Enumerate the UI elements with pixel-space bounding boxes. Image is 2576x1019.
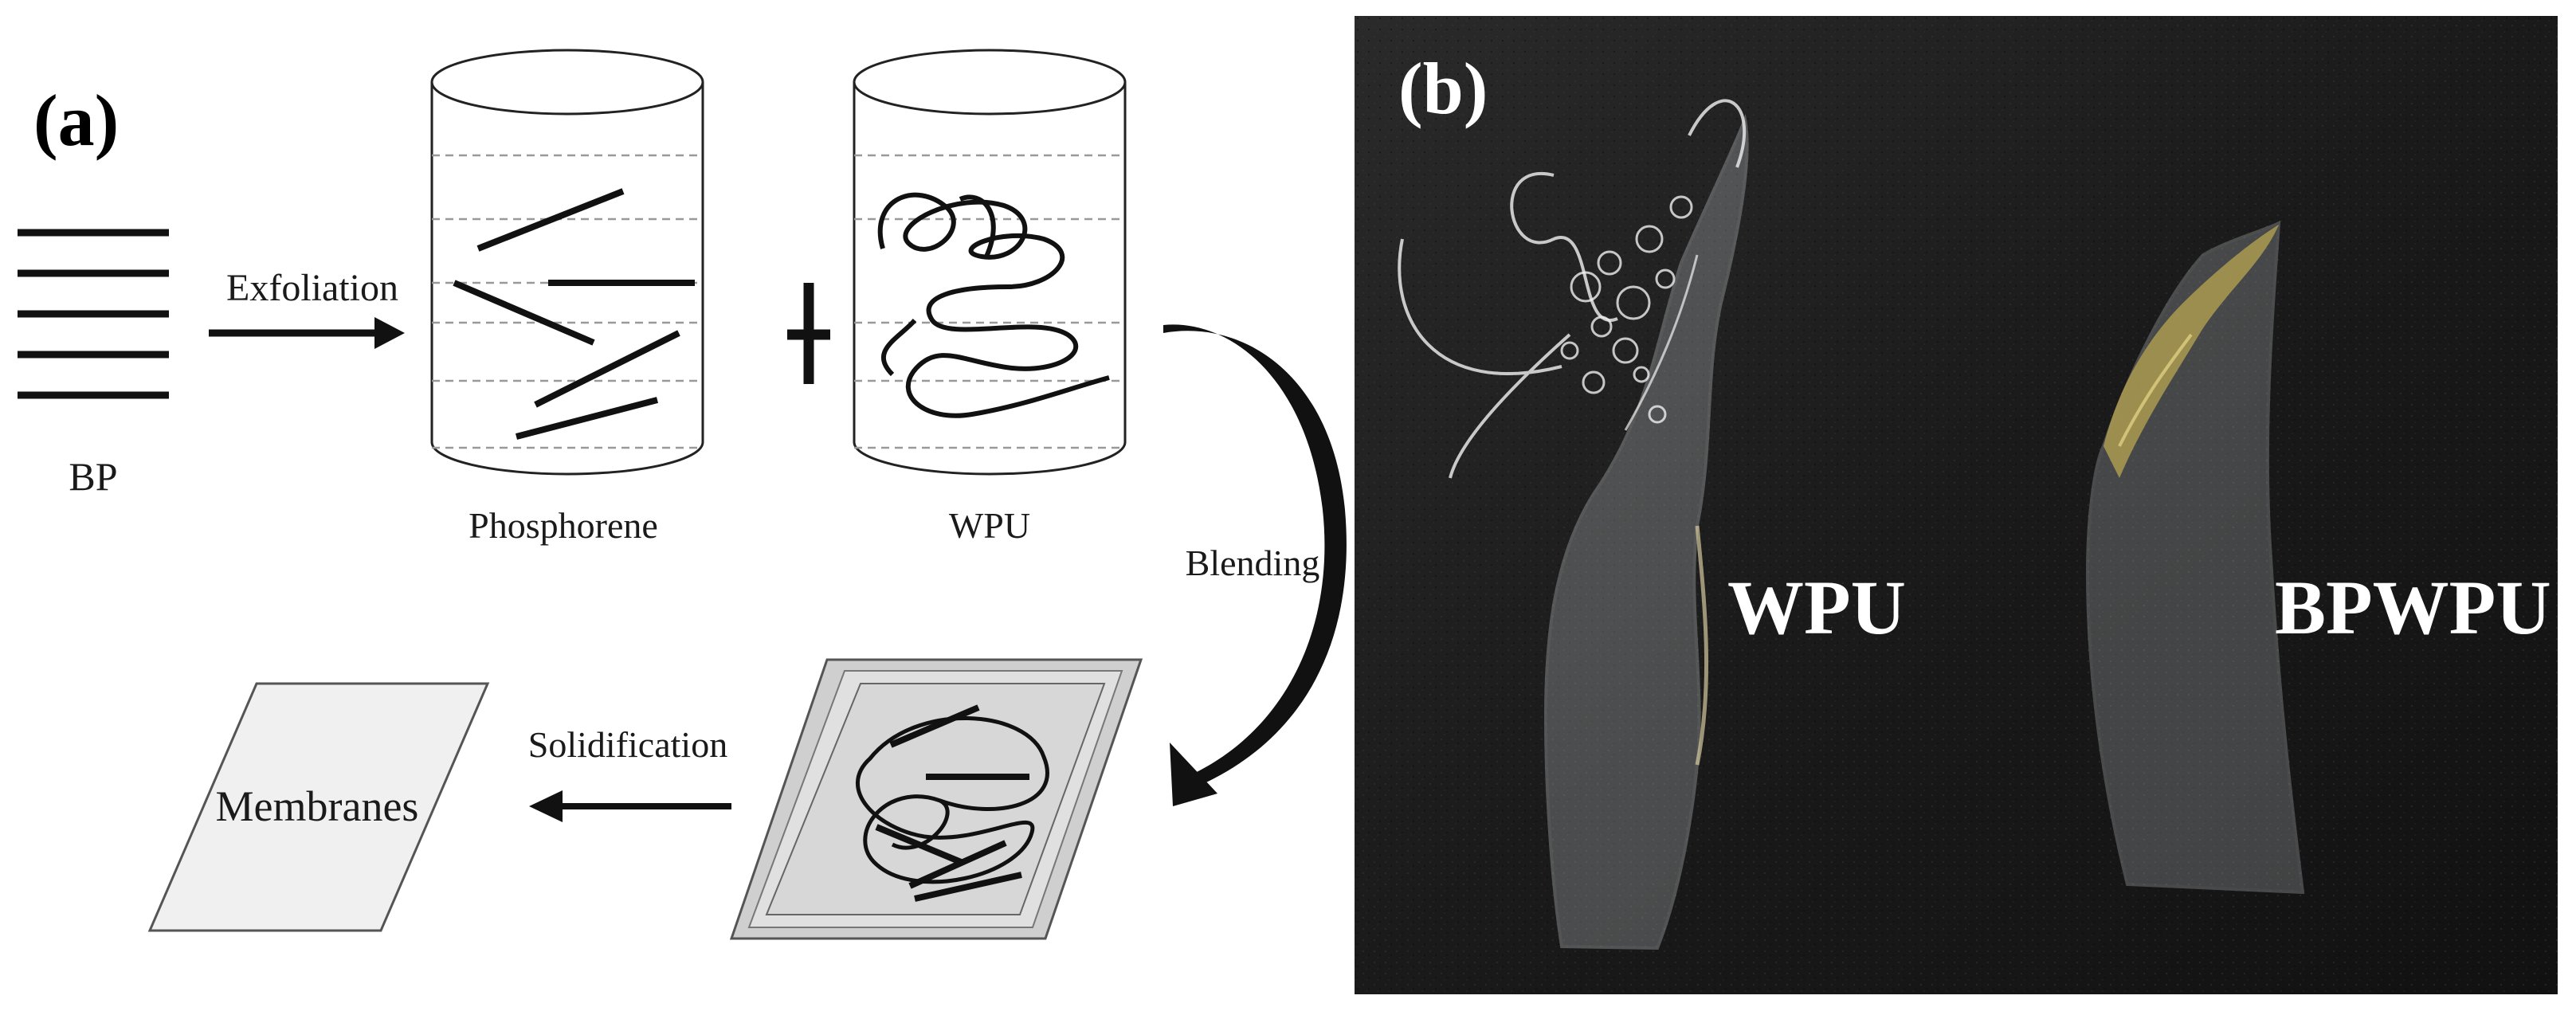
plus-icon [787,283,830,384]
panel-b-photo: (b) WPU BPWPU [1355,16,2558,994]
bpwpu-film-sample [2085,220,2305,895]
solidification-arrow-icon [529,790,731,822]
blending-label: Blending [1186,543,1320,583]
bp-label: BP [69,454,117,499]
wpu-beaker-icon [853,49,1127,476]
panel-a: (a) BP Exfoliation [18,49,1347,940]
panel-a-label: (a) [33,80,119,161]
bpwpu-sample-label: BPWPU [2275,565,2551,650]
solidification-label: Solidification [528,724,727,765]
wpu-film-sample [1398,99,1749,950]
wpu-sample-label: WPU [1727,565,1906,650]
bp-layers-icon [18,229,169,399]
blending-arrow-icon [1163,324,1347,806]
membranes-label: Membranes [216,782,419,830]
phosphorene-beaker-icon [430,49,704,476]
mixture-tray-icon [729,658,1143,940]
phosphorene-label: Phosphorene [469,505,658,546]
membranes-shape [147,682,490,932]
wpu-label: WPU [949,505,1030,546]
exfoliation-arrow-icon [209,317,405,349]
exfoliation-label: Exfoliation [226,267,398,309]
panel-b-label: (b) [1398,48,1488,129]
